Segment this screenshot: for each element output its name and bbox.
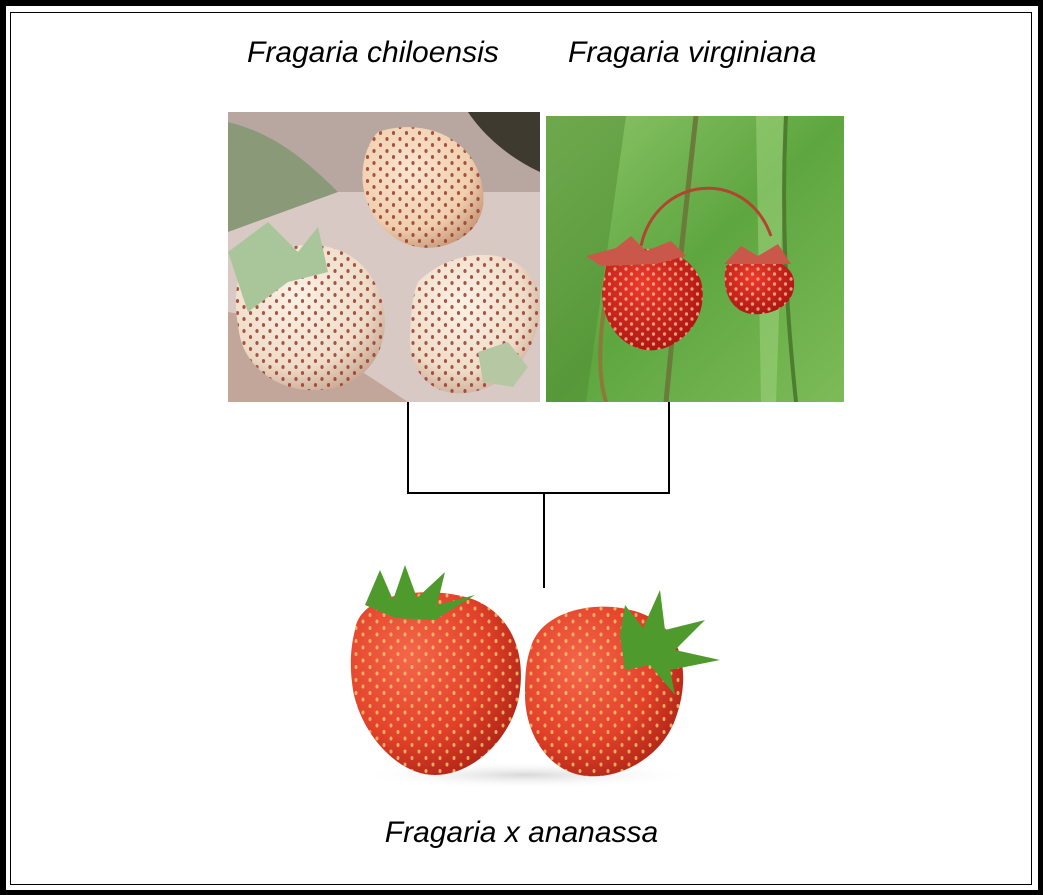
label-fragaria-x-ananassa: Fragaria x ananassa xyxy=(0,816,1043,850)
garden-strawberries-image xyxy=(325,560,730,788)
photo-fragaria-x-ananassa xyxy=(325,560,730,788)
